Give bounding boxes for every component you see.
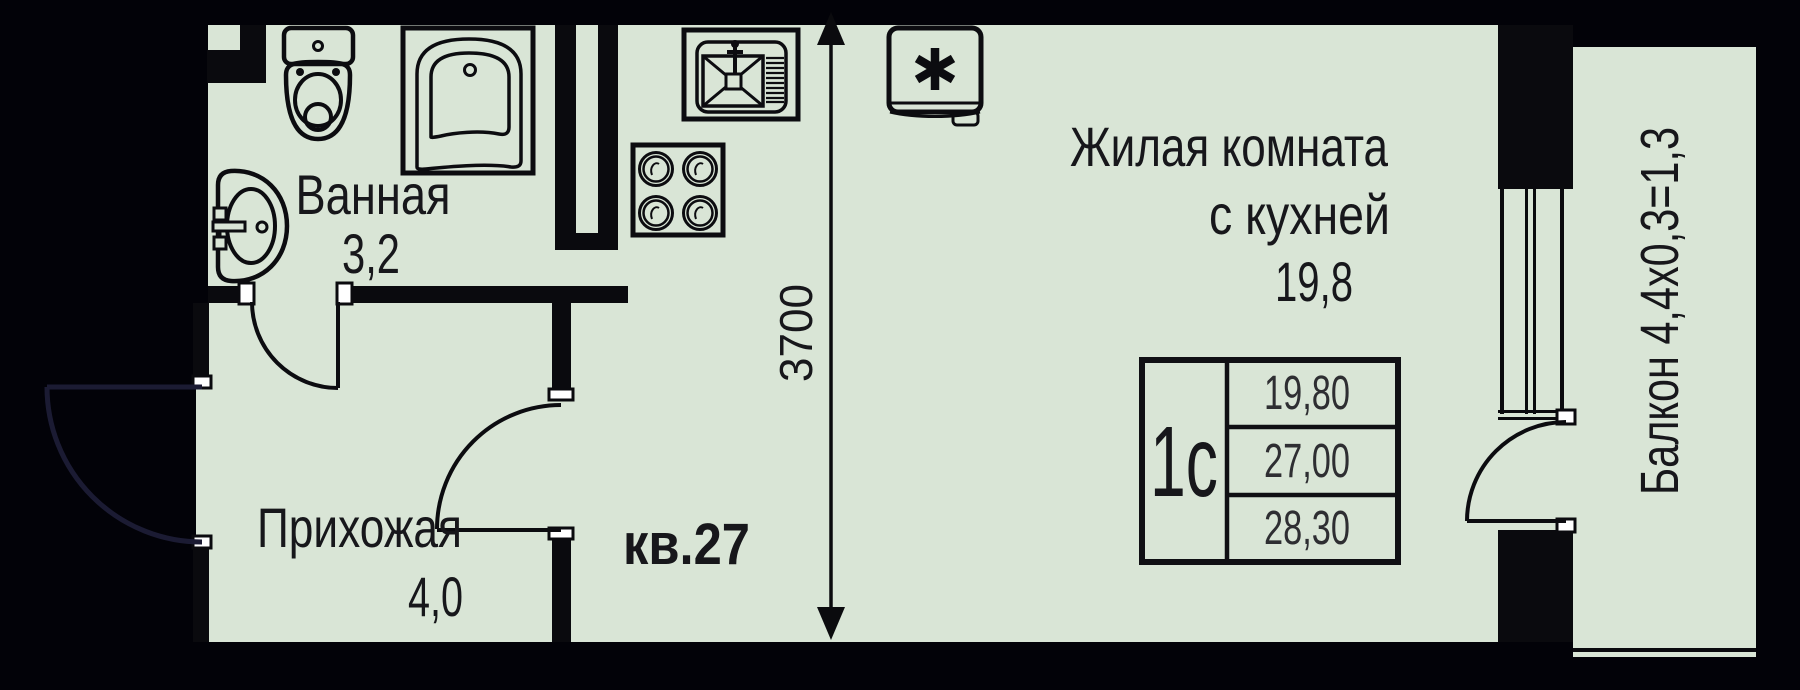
balcony-floor: [1573, 47, 1756, 648]
table-total-area: 28,30: [1264, 502, 1350, 555]
apartment-floor: [196, 25, 1756, 657]
living-room-label-line1: Жилая комната: [1070, 115, 1389, 178]
toilet-icon: [281, 25, 356, 142]
hallway-living-wall: [552, 303, 571, 390]
living-room-door: [435, 403, 562, 532]
doors: [44, 301, 1567, 545]
window-pier-bottom: [1498, 530, 1573, 642]
bathroom-area: 3,2: [342, 222, 400, 285]
bathroom-bottom-wall: [208, 286, 239, 303]
hallway-area: 4,0: [408, 565, 463, 628]
bathroom-right-wall: [555, 25, 576, 235]
kitchen-duct-wall: [598, 25, 618, 250]
living-room-area: 19,8: [1275, 250, 1353, 313]
unit-type: 1с: [1150, 406, 1218, 518]
entrance-door: [44, 384, 203, 545]
apartment-number: кв.27: [623, 512, 750, 577]
balcony-label: Балкон 4,4х0,3=1,3: [1630, 127, 1690, 495]
dimension-value: 3700: [770, 284, 822, 382]
balcony-window: [1498, 185, 1573, 420]
refrigerator-icon: [886, 25, 984, 127]
walls: [193, 25, 1756, 652]
freezer-asterisk-icon: [914, 48, 956, 90]
hallway-label: Прихожая: [257, 496, 462, 559]
bathroom-label: Ванная: [296, 163, 451, 226]
dimension-line: 3700: [770, 12, 845, 640]
table-floor-area: 27,00: [1264, 435, 1350, 488]
kitchen-sink-icon: [681, 27, 801, 122]
sink-drainboard: [766, 56, 784, 104]
balcony-railing: [1573, 648, 1756, 652]
living-room-label-line2: с кухней: [1209, 183, 1390, 246]
bathtub-icon: [400, 25, 536, 176]
table-living-area: 19,80: [1264, 367, 1350, 420]
left-wall: [193, 303, 209, 377]
washbasin-icon: [211, 168, 290, 284]
bathroom-door: [250, 301, 340, 390]
duct-shaft: [207, 50, 266, 83]
balcony-door: [1465, 420, 1567, 523]
stove-icon: [630, 142, 726, 238]
apartment-info-table: 1с 19,80 27,00 28,30: [1139, 357, 1401, 565]
window-pier-top: [1498, 25, 1573, 185]
